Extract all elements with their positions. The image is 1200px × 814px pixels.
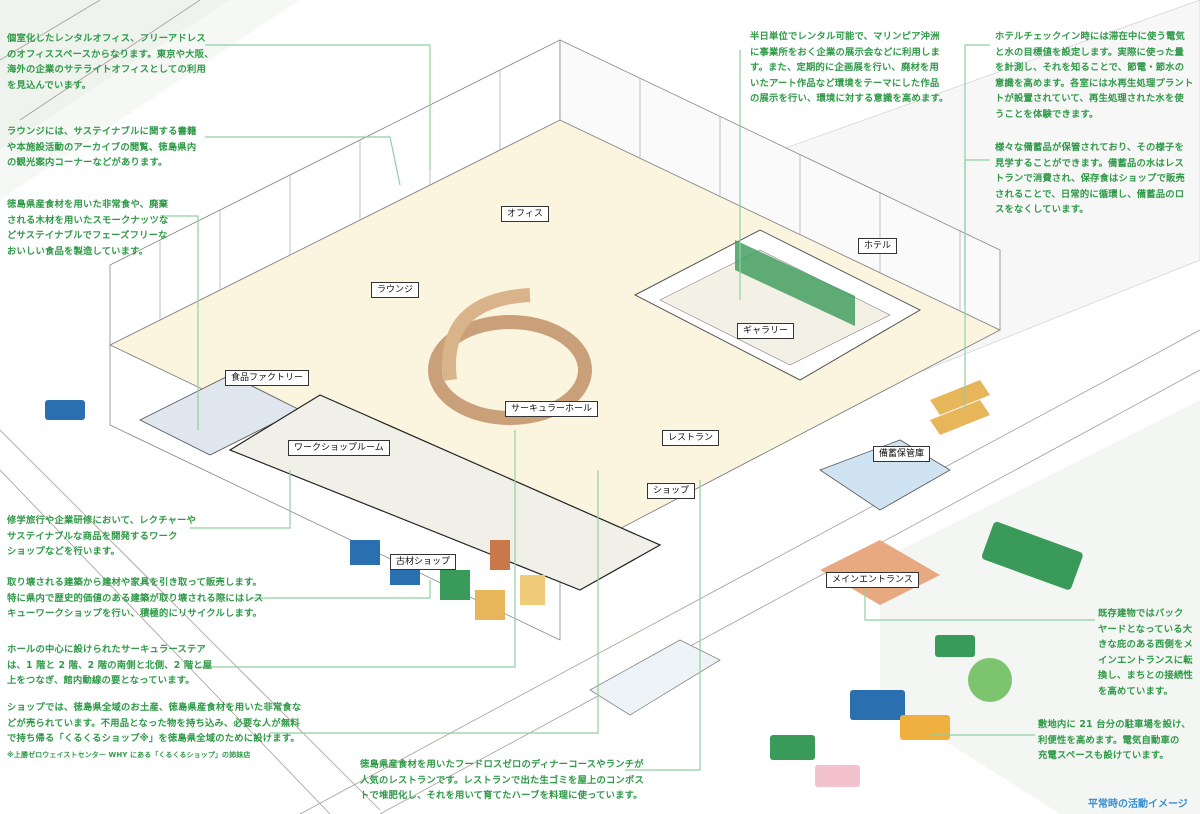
car-orange [900, 715, 950, 740]
van-blue [850, 690, 905, 720]
note-salvage-shop: 取り壊される建築から建材や家具を引き取って販売します。 特に県内で歴史的価値のあ… [7, 577, 264, 620]
note-circular-stair: ホールの中心に設けられたサーキュラーステア は、1 階と 2 階、2 階の南側と… [7, 644, 213, 687]
circular-stair [428, 288, 592, 425]
note-lounge: ラウンジには、サステイナブルに関する書籍 や本施設活動のアーカイブの閲覧、徳島県… [7, 126, 197, 169]
car-ev [935, 635, 975, 657]
label-gallery: ギャラリー [737, 323, 795, 339]
label-salvage-shop: 古材ショップ [390, 554, 457, 570]
parking-lot [880, 400, 1200, 814]
note-parking: 敷地内に 21 台分の駐車場を設け、 利便性を高めます。電気自動車の 充電スペー… [1038, 719, 1191, 762]
gallery-green-panel [735, 240, 855, 326]
label-main-entrance: メインエントランス [826, 572, 919, 588]
note-workshop: 修学旅行や企業研修において、レクチャーや サステイナブルな商品を開発するワーク … [7, 515, 197, 558]
note-entrance: 既存建物ではバック ヤードとなっている大 きな庇のある西側をメ インエントランス… [1098, 608, 1193, 697]
label-workshop-room: ワークショップルーム [288, 440, 390, 456]
stockpile-shelves [930, 380, 990, 435]
label-circular-hall: サーキュラーホール [505, 401, 599, 417]
label-food-factory: 食品ファクトリー [225, 370, 310, 386]
car-blue-left [45, 400, 85, 420]
label-restaurant: レストラン [662, 430, 720, 446]
tree [968, 658, 1012, 702]
note-shop: ショップでは、徳島県全域のお土産、徳島県産食材を用いた非常食な どが売られていま… [7, 702, 302, 745]
label-shop: ショップ [647, 483, 696, 499]
label-stockpile: 備蓄保管庫 [873, 446, 931, 462]
car-pink [815, 765, 860, 787]
salvage-furniture [350, 540, 545, 620]
car-green [770, 735, 815, 760]
vehicles [45, 400, 1083, 787]
bus [982, 521, 1083, 590]
note-restaurant: 徳島県産食材を用いたフードロスゼロのディナーコースやランチが 人気のレストランで… [360, 759, 644, 802]
note-gallery: 半日単位でレンタル可能で、マリンピア沖洲 に事業所をおく企業の展示会などに利用し… [750, 31, 949, 105]
footer-caption: 平常時の活動イメージ [1088, 799, 1188, 810]
label-hotel: ホテル [858, 238, 898, 254]
note-food-factory: 徳島県産食材を用いた非常食や、廃棄 される木材を用いたスモークナッツな どサステ… [7, 199, 169, 257]
note-stockpile: 様々な備蓄品が保管されており、その様子を 見学することができます。備蓄品の水はレ… [995, 142, 1186, 216]
leader-lines [160, 44, 1095, 771]
label-lounge: ラウンジ [371, 282, 420, 298]
note-hotel: ホテルチェックイン時には滞在中に使う電気 と水の目標値を設定します。実際に使った… [995, 31, 1194, 120]
note-office: 個室化したレンタルオフィス、フリーアドレス のオフィススペースからなります。東京… [7, 33, 214, 91]
note-shop-footnote: ※上勝ゼロウェイストセンター WHY にある「くるくるショップ」の姉妹店 [7, 751, 251, 759]
truck [589, 639, 721, 716]
label-office: オフィス [501, 206, 549, 222]
